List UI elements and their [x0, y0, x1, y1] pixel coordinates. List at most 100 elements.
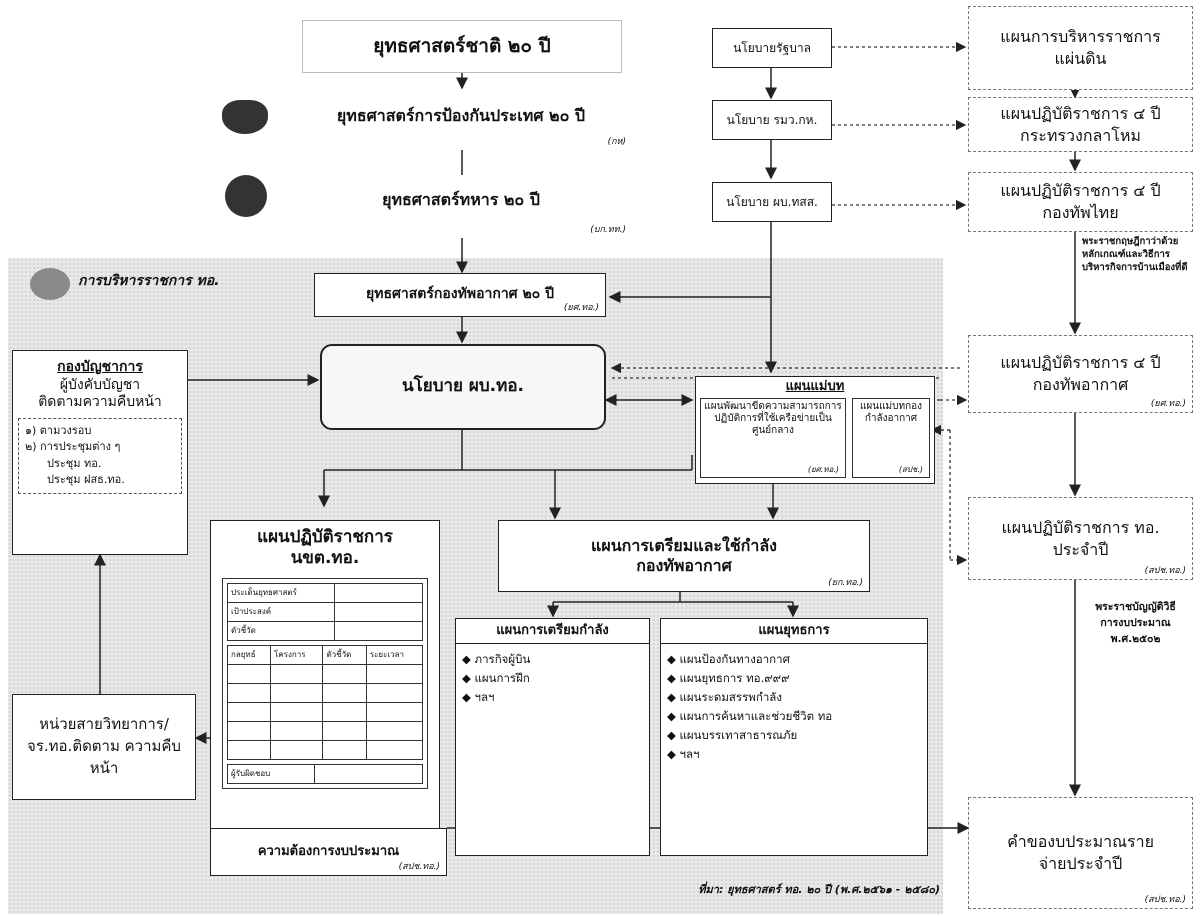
state-admin-plan-box: แผนการบริหารราชการแผ่นดิน — [968, 6, 1193, 90]
network-centric-plan-label: แผนพัฒนาขีดความสามารถการปฏิบัติการที่ใช้… — [704, 401, 842, 437]
budget-request-box: คำของบประมาณรายจ่ายประจำปี (สปช.ทอ.) — [968, 797, 1193, 909]
air-force-emblem-icon — [30, 268, 70, 300]
military-strategy-box: ยุทธศาสตร์ทหาร ๒๐ ปี (บก.ทท.) — [290, 176, 632, 238]
air-force-master-plan-note: (สปช.) — [898, 465, 923, 475]
unit-plan-title: แผนปฏิบัติราชการ นขต.ทอ. — [257, 527, 393, 569]
force-prep-item: ◆ ฯลฯ — [462, 690, 495, 705]
form-cell — [322, 701, 367, 722]
national-strategy-box: ยุทธศาสตร์ชาติ ๒๐ ปี — [302, 20, 622, 73]
unit-plan-box: แผนปฏิบัติราชการ นขต.ทอ. ประเด็นยุทธศาสต… — [210, 520, 440, 862]
operations-plan-title: แผนยุทธการ — [661, 619, 927, 645]
form-cell — [322, 720, 367, 741]
gov-policy-box: นโยบายรัฐบาล — [712, 28, 832, 68]
hq-line2: ติดตามความคืบหน้า — [38, 394, 162, 410]
rtarf-4yr-plan-label: แผนปฏิบัติราชการ ๔ ปี กองทัพไทย — [1000, 181, 1161, 222]
operations-item: ◆ แผนระดมสรรพกำลัง — [667, 690, 782, 705]
form-cell — [365, 663, 424, 684]
air-force-master-plan-box: แผนแม่บทกองกำลังอากาศ (สปช.) — [852, 398, 930, 479]
source-caption-text: ที่มา: ยุทธศาสตร์ ทอ. ๒๐ ปี (พ.ศ.๒๕๖๑ - … — [698, 883, 940, 896]
form-cell — [270, 663, 324, 684]
rtaf-4yr-plan-label: แผนปฏิบัติราชการ ๔ ปี กองทัพอากาศ — [1000, 353, 1161, 394]
form-col-header: โครงการ — [270, 644, 324, 665]
panel-title-text: การบริหารราชการ ทอ. — [78, 273, 220, 289]
hq-item: ประชุม ฝสธ.ทอ. — [47, 473, 125, 486]
annual-plan-box: แผนปฏิบัติราชการ ทอ. ประจำปี (สปช.ทอ.) — [968, 497, 1193, 580]
form-cell — [226, 663, 272, 684]
defense-ministry-emblem-icon — [222, 100, 268, 134]
unit-plan-form: ประเด็นยุทธศาสตร์ เป้าประสงค์ ตัวชี้วัด … — [222, 577, 428, 789]
armed-forces-emblem-icon — [225, 175, 267, 217]
form-cell — [314, 763, 423, 784]
form-row: เป้าประสงค์ — [227, 601, 335, 622]
form-cell — [322, 682, 367, 703]
form-cell — [334, 582, 423, 603]
gov-policy-label: นโยบายรัฐบาล — [733, 40, 811, 55]
hq-inner-box: ๑) ตามวงรอบ ๒) การประชุมต่าง ๆ ประชุม ทอ… — [18, 417, 182, 494]
form-cell — [226, 701, 272, 722]
form-col-header: ตัวชี้วัด — [322, 644, 367, 665]
rtaf-4yr-plan-box: แผนปฏิบัติราชการ ๔ ปี กองทัพอากาศ (ยศ.ทอ… — [968, 335, 1193, 413]
form-cell — [226, 739, 272, 760]
state-admin-plan-label: แผนการบริหารราชการแผ่นดิน — [1000, 27, 1161, 68]
master-plan-box: แผนแม่บท แผนพัฒนาขีดความสามารถการปฏิบัติ… — [695, 376, 935, 484]
rtarf-policy-label: นโยบาย ผบ.ทสส. — [726, 194, 818, 209]
national-strategy-label: ยุทธศาสตร์ชาติ ๒๐ ปี — [373, 34, 551, 57]
form-row: ตัวชี้วัด — [227, 620, 335, 641]
network-centric-plan-note: (ยศ.ทอ.) — [807, 465, 839, 475]
form-col-header: ระยะเวลา — [365, 644, 424, 665]
prep-plan-title: แผนการเตรียมและใช้กำลัง กองทัพอากาศ — [591, 536, 777, 575]
budget-needs-note: (สปช.ทอ.) — [398, 861, 440, 872]
decree-note: พระราชกฤษฎีกาว่าด้วยหลักเกณฑ์และวิธีการบ… — [1082, 236, 1190, 324]
budget-needs-label: ความต้องการงบประมาณ — [257, 843, 400, 859]
operations-item: ◆ แผนป้องกันทางอากาศ — [667, 652, 790, 667]
form-cell — [270, 720, 324, 741]
form-cell — [334, 620, 423, 641]
form-cell — [365, 682, 424, 703]
military-strategy-label: ยุทธศาสตร์ทหาร ๒๐ ปี — [382, 190, 540, 209]
form-cell — [322, 739, 367, 760]
staff-units-box: หน่วยสายวิทยาการ/ จร.ทอ.ติดตาม ความคืบหน… — [12, 694, 196, 800]
budget-needs-box: ความต้องการงบประมาณ (สปช.ทอ.) — [210, 828, 447, 876]
form-cell — [334, 601, 423, 622]
form-cell — [322, 663, 367, 684]
form-col-header: กลยุทธ์ — [226, 644, 272, 665]
force-prep-box: แผนการเตรียมกำลัง ◆ ภารกิจผู้บิน ◆ แผนกา… — [455, 618, 650, 856]
staff-units-label: หน่วยสายวิทยาการ/ จร.ทอ.ติดตาม ความคืบหน… — [27, 715, 181, 777]
rtarf-4yr-plan-box: แผนปฏิบัติราชการ ๔ ปี กองทัพไทย — [968, 172, 1193, 232]
hq-item: ๑) ตามวงรอบ — [25, 423, 92, 437]
af-strategy-label: ยุทธศาสตร์กองทัพอากาศ ๒๐ ปี — [366, 286, 554, 303]
defense-strategy-note: (กห) — [607, 137, 626, 147]
prep-plan-box: แผนการเตรียมและใช้กำลัง กองทัพอากาศ (ยก.… — [498, 520, 870, 592]
commander-policy-label: นโยบาย ผบ.ทอ. — [401, 376, 524, 397]
master-plan-title: แผนแม่บท — [785, 379, 845, 394]
defense-strategy-label: ยุทธศาสตร์การป้องกันประเทศ ๒๐ ปี — [336, 106, 586, 125]
hq-line1: ผู้บังคับบัญชา — [59, 376, 141, 393]
decree-note-text: พระราชกฤษฎีกาว่าด้วยหลักเกณฑ์และวิธีการบ… — [1082, 236, 1188, 273]
form-cell — [226, 720, 272, 741]
form-cell — [365, 701, 424, 722]
budget-act-note-text: พระราชบัญญัติวิธีการงบประมาณ พ.ศ.๒๕๐๒ — [1095, 601, 1176, 645]
mod-policy-label: นโยบาย รมว.กห. — [726, 112, 818, 127]
hq-title: กองบัญชาการ — [57, 359, 143, 375]
military-strategy-note: (บก.ทท.) — [590, 225, 626, 235]
mod-policy-box: นโยบาย รมว.กห. — [712, 100, 832, 140]
force-prep-item: ◆ ภารกิจผู้บิน — [462, 652, 531, 667]
operations-item: ◆ แผนการค้นหาและช่วยชีวิต ทอ — [667, 709, 833, 724]
commander-policy-box: นโยบาย ผบ.ทอ. — [320, 344, 606, 430]
af-strategy-note: (ยศ.ทอ.) — [563, 302, 599, 313]
network-centric-plan-box: แผนพัฒนาขีดความสามารถการปฏิบัติการที่ใช้… — [700, 398, 846, 479]
force-prep-title: แผนการเตรียมกำลัง — [456, 619, 649, 645]
form-footer: ผู้รับผิดชอบ — [227, 763, 315, 784]
prep-plan-note: (ยก.ทอ.) — [828, 577, 863, 588]
form-row: ประเด็นยุทธศาสตร์ — [227, 582, 335, 603]
air-force-master-plan-label: แผนแม่บทกองกำลังอากาศ — [859, 401, 923, 425]
panel-title: การบริหารราชการ ทอ. — [78, 270, 318, 296]
defense-strategy-box: ยุทธศาสตร์การป้องกันประเทศ ๒๐ ปี (กห) — [290, 90, 632, 150]
rtaf-4yr-plan-note: (ยศ.ทอ.) — [1150, 398, 1186, 409]
budget-act-note: พระราชบัญญัติวิธีการงบประมาณ พ.ศ.๒๕๐๒ — [1088, 600, 1183, 730]
operations-item: ◆ แผนยุทธการ ทอ.๙๙๙ — [667, 671, 790, 686]
form-cell — [365, 720, 424, 741]
hq-item: ๒) การประชุมต่าง ๆ — [25, 440, 121, 453]
rtarf-policy-box: นโยบาย ผบ.ทสส. — [712, 182, 832, 222]
budget-request-label: คำของบประมาณรายจ่ายประจำปี — [1007, 832, 1154, 873]
